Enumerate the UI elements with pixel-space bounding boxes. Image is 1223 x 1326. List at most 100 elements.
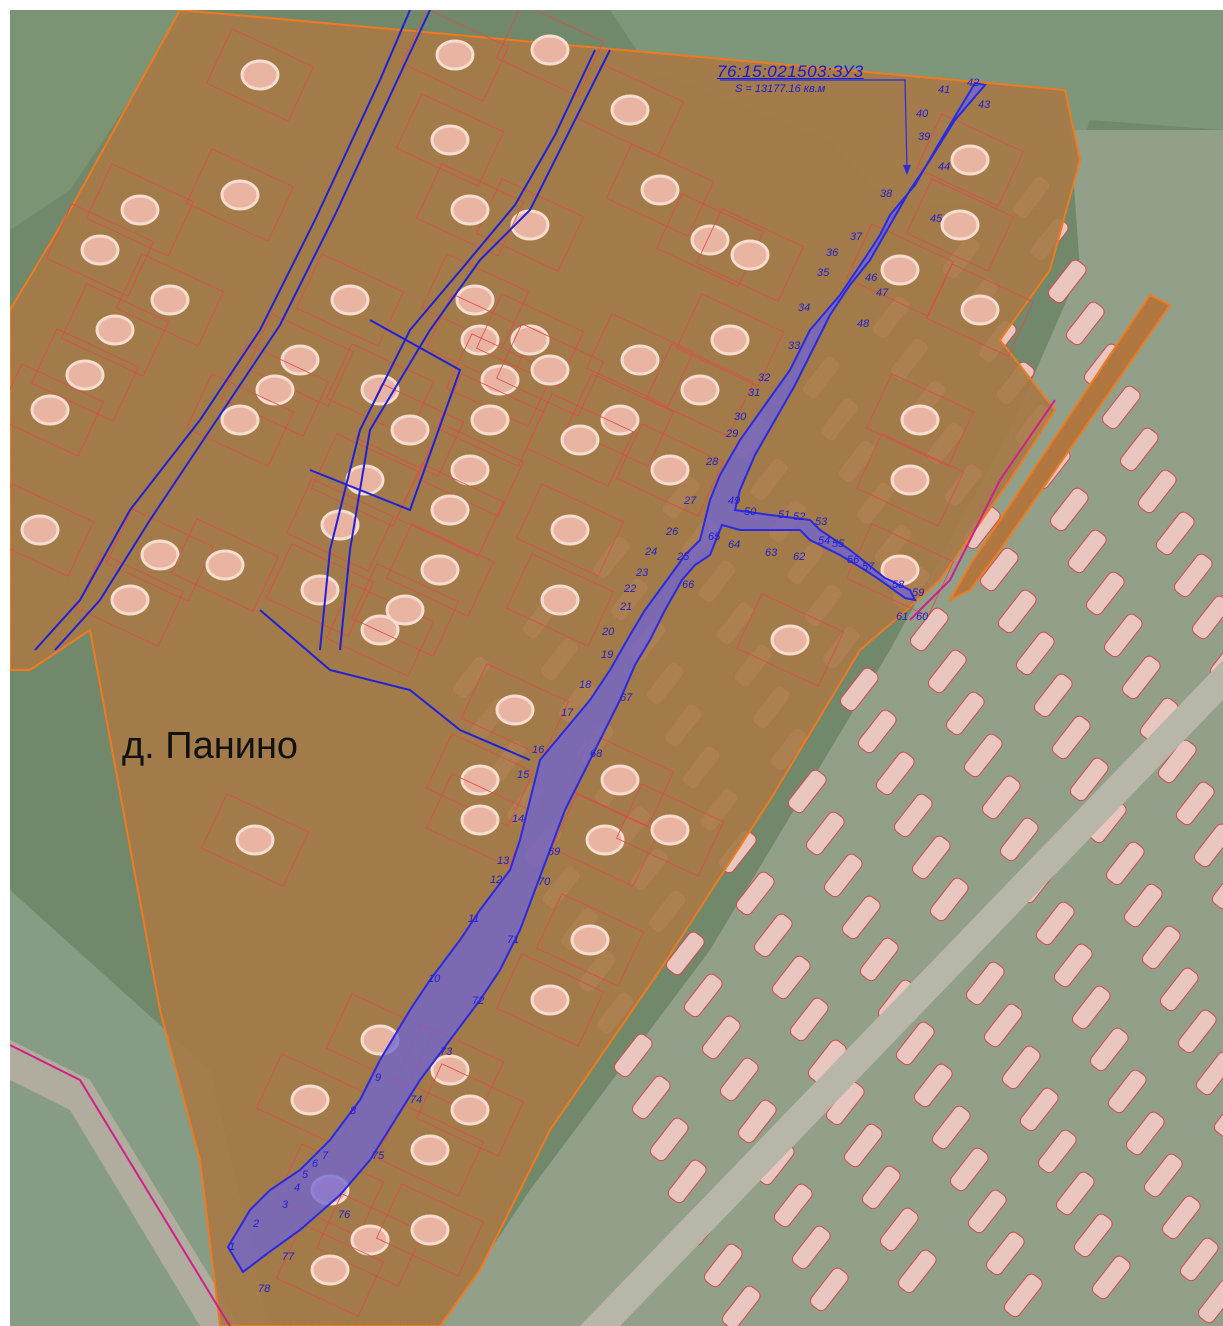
building-footprint [680, 374, 720, 406]
parcel-boundary [476, 293, 584, 387]
building-footprint [770, 624, 810, 656]
neighbour-parcel [983, 1003, 1023, 1048]
parcel-callout-line [720, 79, 908, 171]
vertex-label: 11 [468, 913, 479, 925]
neighbour-parcel [1051, 715, 1091, 760]
vertex-label: 39 [918, 131, 930, 143]
neighbour-parcel [999, 817, 1039, 862]
parcel-boundary [926, 263, 1034, 357]
building-footprint [650, 454, 690, 486]
parcel-boundary [526, 393, 634, 487]
building-footprint [310, 1254, 350, 1286]
vertex-label: 5 [302, 1169, 309, 1181]
blue-road-line [259, 609, 531, 761]
building-footprint [530, 984, 570, 1016]
parcel-boundary [846, 223, 954, 317]
building-footprint [150, 284, 190, 316]
parcel-boundary [516, 483, 624, 577]
building-footprint [430, 1054, 470, 1086]
vertex-label: 12 [490, 874, 502, 886]
parcel-boundary [316, 1193, 424, 1287]
parcel-boundary [106, 508, 214, 602]
parcel-boundary [31, 328, 139, 422]
vertex-label: 60 [916, 611, 929, 623]
building-footprint [65, 359, 105, 391]
magenta-line [909, 399, 1056, 621]
parcel-number: 76:15:021503:ЗУ3 [717, 62, 864, 81]
neighbour-parcel [1055, 1171, 1095, 1216]
neighbour-parcel [1049, 487, 1089, 532]
building-footprint [880, 254, 920, 286]
building-footprint [255, 374, 295, 406]
neighbour-parcel [1211, 865, 1223, 910]
parcel-boundary [46, 203, 154, 297]
neighbour-parcel [1213, 1093, 1223, 1138]
parcel-boundary [351, 563, 459, 657]
neighbour-parcel [1003, 1273, 1043, 1318]
building-footprint [290, 1084, 330, 1116]
building-footprint [470, 404, 510, 436]
neighbour-parcel [1123, 883, 1163, 928]
vertex-label: 3 [282, 1199, 289, 1211]
building-footprint [280, 344, 320, 376]
neighbour-parcel [1105, 841, 1145, 886]
building-footprint [550, 514, 590, 546]
neighbour-parcel [701, 1015, 741, 1060]
vertex-label: 17 [561, 707, 574, 719]
vertex-label: 57 [862, 561, 875, 573]
neighbour-parcel [1085, 571, 1125, 616]
neighbour-parcel [1125, 1111, 1165, 1156]
road [10, 1040, 240, 1326]
building-footprint [235, 824, 275, 856]
building-footprint [900, 404, 940, 436]
building-footprint [95, 314, 135, 346]
vertex-label: 76 [338, 1209, 351, 1221]
blue-road-line [54, 10, 431, 651]
building-footprint [220, 179, 260, 211]
vertex-label: 42 [967, 77, 979, 89]
vertex-label: 18 [579, 679, 592, 691]
highlighted-parcel[interactable] [226, 81, 987, 1274]
vertex-label: 67 [620, 692, 633, 704]
neighbour-parcel [1015, 631, 1055, 676]
vertex-label: 31 [748, 387, 760, 399]
building-footprint [940, 209, 980, 241]
building-footprint [455, 284, 495, 316]
vertex-label: 45 [930, 213, 943, 225]
neighbour-parcel [1073, 1213, 1113, 1258]
vertex-label: 54 [818, 535, 830, 547]
neighbour-parcel [771, 955, 811, 1000]
neighbour-parcel [791, 1225, 831, 1270]
neighbour-parcel [1071, 985, 1111, 1030]
vertex-label: 66 [682, 579, 695, 591]
neighbour-parcel [809, 1267, 849, 1312]
parcel-boundary [616, 783, 724, 877]
vertex-label: 13 [497, 855, 510, 867]
vertex-label: 36 [826, 247, 839, 259]
building-footprint [450, 1094, 490, 1126]
vertex-label: 72 [472, 995, 484, 1007]
neighbour-parcel [1173, 553, 1213, 598]
vertex-label: 74 [410, 1094, 422, 1106]
neighbour-parcel [1101, 385, 1141, 430]
parcel-boundary [906, 178, 1014, 272]
neighbour-parcel [1019, 1087, 1059, 1132]
vertex-label: 21 [619, 601, 632, 613]
neighbour-parcel [787, 769, 827, 814]
parcel-boundary [866, 373, 974, 467]
parcel-boundary [856, 433, 964, 527]
building-footprint [530, 354, 570, 386]
vertex-label: 24 [644, 546, 657, 558]
neighbour-parcel [909, 607, 949, 652]
neighbour-parcel [1069, 757, 1109, 802]
parcel-boundary [646, 343, 754, 437]
building-footprint [710, 324, 750, 356]
vertex-label: 55 [832, 538, 845, 550]
building-footprint [300, 574, 340, 606]
vertex-label: 25 [676, 551, 690, 563]
building-footprint [330, 284, 370, 316]
vertex-label: 44 [938, 161, 950, 173]
neighbour-parcel [1091, 1255, 1131, 1300]
